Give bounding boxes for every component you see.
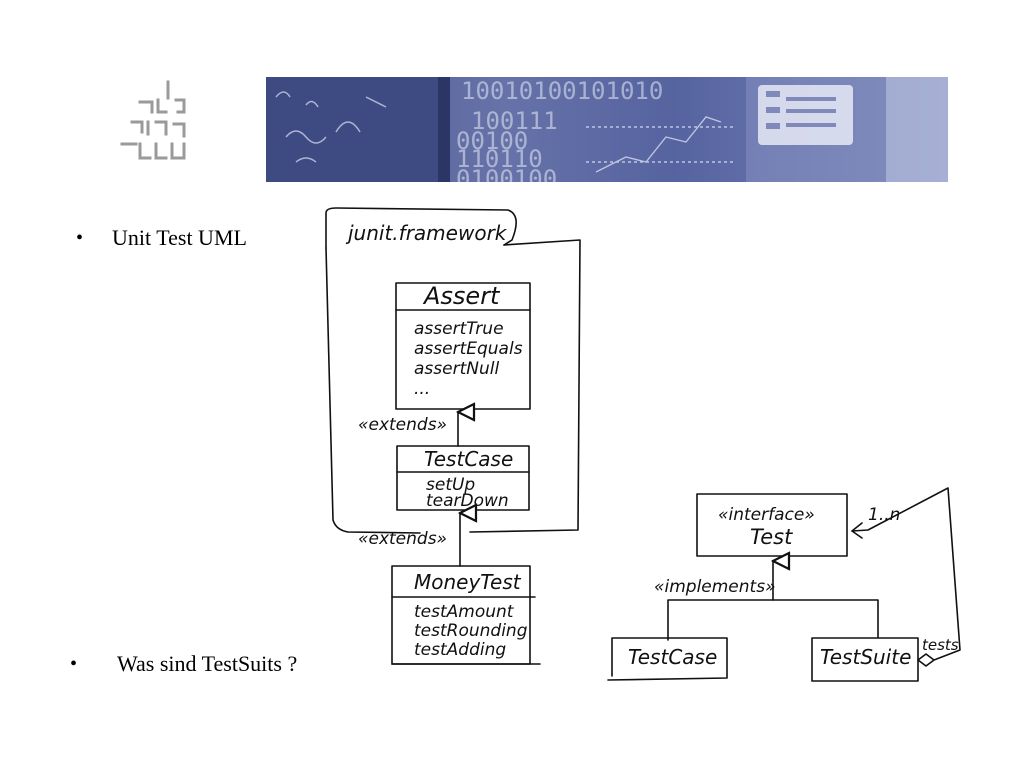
banner-number: 00100 <box>456 127 528 155</box>
bullet-symbol: • <box>76 227 84 249</box>
interface-stereotype: «interface» <box>718 505 815 525</box>
testsuite-box <box>811 637 919 682</box>
package-label: junit.framework <box>345 221 508 245</box>
assert-method: ... <box>414 379 430 399</box>
testcase-method: tearDown <box>426 491 509 511</box>
uml-left-diagram <box>325 207 581 665</box>
banner-graphic: 10010100101010 100111 00100 110110 01001… <box>266 77 948 182</box>
extends-label: «extends» <box>358 415 447 435</box>
assert-class-name: Assert <box>422 282 501 310</box>
bullet-symbol: • <box>70 653 78 675</box>
company-logo <box>120 80 186 160</box>
moneytest-method: testAdding <box>414 640 506 660</box>
bullet-item-testsuits: • Was sind TestSuits ? <box>70 651 297 677</box>
bullet-item-unit-test-uml: • Unit Test UML <box>76 225 247 251</box>
testsuite-label: TestSuite <box>820 645 911 669</box>
bullet-text: Was sind TestSuits ? <box>117 651 298 676</box>
assert-method: assertNull <box>414 359 499 379</box>
interface-name: Test <box>750 525 793 549</box>
testcase-box <box>607 637 728 681</box>
moneytest-class-name: MoneyTest <box>414 570 522 594</box>
banner-number: 100111 <box>471 107 558 135</box>
banner-number: 110110 <box>456 145 543 173</box>
header-banner: 10010100101010 100111 00100 110110 01001… <box>266 77 948 182</box>
testcase-method: setUp <box>426 475 475 495</box>
implements-label: «implements» <box>654 577 776 597</box>
tests-label: tests <box>922 636 959 654</box>
moneytest-method: testRounding <box>414 621 528 641</box>
banner-number: 0100100 <box>456 165 557 182</box>
assert-method: assertTrue <box>414 319 504 339</box>
multiplicity-label: 1..n <box>868 505 900 525</box>
testcase-label: TestCase <box>628 645 717 669</box>
testcase-class-name: TestCase <box>424 447 513 471</box>
banner-number: 10010100101010 <box>461 77 663 105</box>
uml-right-diagram <box>607 487 961 682</box>
extends-label: «extends» <box>358 529 447 549</box>
bullet-text: Unit Test UML <box>112 225 247 250</box>
assert-method: assertEquals <box>414 339 523 359</box>
moneytest-method: testAmount <box>414 602 515 622</box>
